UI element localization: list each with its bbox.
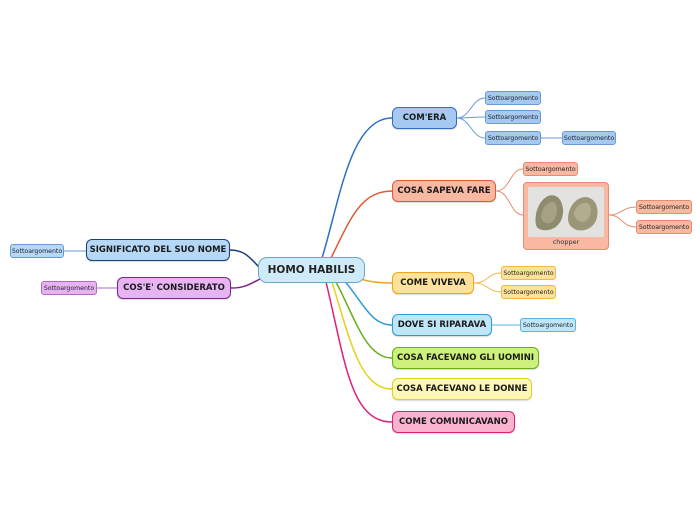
branch-cose-considerato[interactable]: COS'E' CONSIDERATO	[117, 277, 231, 299]
link-donne	[331, 281, 393, 390]
link-comera	[321, 117, 393, 259]
link-dove-riparava	[341, 277, 393, 326]
subtopic-considerato-1[interactable]: Sottoargomento	[41, 281, 97, 295]
branch-come-viveva[interactable]: COME VIVEVA	[392, 272, 474, 294]
link-significato	[229, 249, 261, 269]
link-considerato	[230, 277, 263, 289]
image-caption: chopper	[552, 238, 580, 246]
subtopic-sapeva-1[interactable]: Sottoargomento	[523, 162, 578, 176]
subtopic-chopper-2[interactable]: Sottoargomento	[636, 220, 692, 234]
subtopic-viveva-1[interactable]: Sottoargomento	[501, 266, 556, 280]
image-card-chopper[interactable]: chopper	[523, 182, 609, 250]
branch-comera[interactable]: COM'ERA	[392, 107, 457, 129]
subtopic-viveva-2[interactable]: Sottoargomento	[501, 285, 556, 299]
branch-significato-del-suo-nome[interactable]: SIGNIFICATO DEL SUO NOME	[86, 239, 230, 261]
subtopic-significato-1[interactable]: Sottoargomento	[10, 244, 64, 258]
branch-dove-si-riparava[interactable]: DOVE SI RIPARAVA	[392, 314, 492, 336]
link-comunicavano	[325, 281, 393, 423]
link-cosa-sapeva	[329, 190, 393, 261]
chopper-stone-image	[528, 187, 604, 237]
subtopic-comera-3-child[interactable]: Sottoargomento	[562, 131, 616, 145]
subtopic-comera-3[interactable]: Sottoargomento	[485, 131, 541, 145]
link-uomini	[335, 281, 393, 359]
branch-cosa-facevano-le-donne[interactable]: COSA FACEVANO LE DONNE	[392, 378, 532, 400]
subtopic-comera-1[interactable]: Sottoargomento	[485, 91, 541, 105]
subtopic-chopper-1[interactable]: Sottoargomento	[636, 200, 692, 214]
branch-come-comunicavano[interactable]: COME COMUNICAVANO	[392, 411, 515, 433]
branch-cosa-sapeva-fare[interactable]: COSA SAPEVA FARE	[392, 180, 496, 202]
central-topic[interactable]: HOMO HABILIS	[258, 257, 365, 283]
branch-cosa-facevano-gli-uomini[interactable]: COSA FACEVANO GLI UOMINI	[392, 347, 539, 369]
subtopic-comera-2[interactable]: Sottoargomento	[485, 110, 541, 124]
subtopic-riparava-1[interactable]: Sottoargomento	[520, 318, 576, 332]
